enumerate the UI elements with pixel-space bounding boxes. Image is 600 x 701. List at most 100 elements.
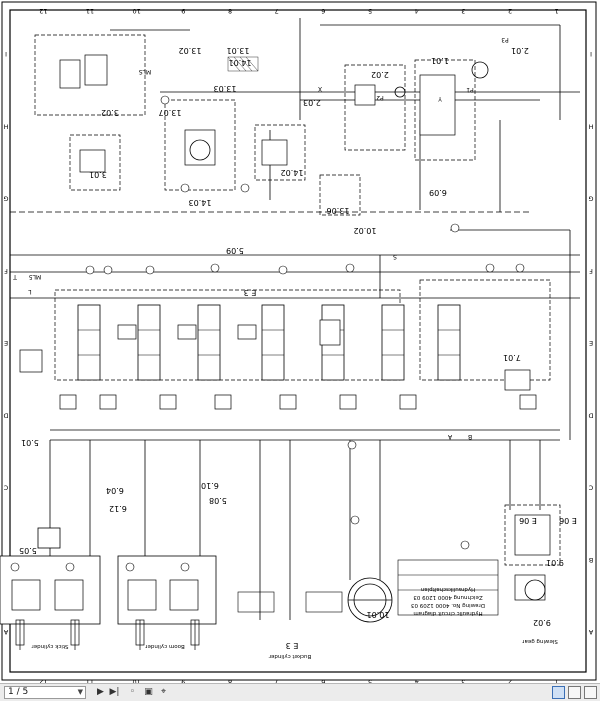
drawing-frame-outer [1, 1, 597, 681]
component-label: 13.03 [214, 84, 237, 93]
component-label: 14.01 [229, 58, 252, 67]
border-letter: E [589, 339, 593, 347]
port-label: S [393, 253, 397, 260]
border-letter: A [3, 628, 8, 636]
border-number: 12 [39, 7, 47, 15]
component-label: 6.04 [106, 486, 124, 495]
border-number: 11 [86, 678, 94, 683]
chevron-down-icon: ▼ [77, 688, 83, 696]
border-number: 7 [275, 678, 279, 683]
port-label: P3 [501, 36, 509, 43]
component-label: 3.01 [89, 170, 107, 179]
border-number: 7 [275, 7, 279, 15]
component-label: 6.09 [429, 188, 447, 197]
border-letter: C [588, 484, 593, 492]
component-label: 14.03 [189, 198, 212, 207]
border-number: 12 [39, 678, 47, 683]
component-label: 2.03 [303, 98, 321, 107]
fit-page-icon[interactable]: ▣ [144, 687, 153, 697]
port-label: B [468, 433, 472, 440]
port-label: P2 [376, 94, 384, 101]
page-indicator: 1 / 5 [8, 687, 29, 697]
title-line: Zeichnung 4000 1209 03 [413, 594, 483, 600]
port-label: ML5 [29, 273, 42, 280]
component-label: 6.10 [201, 481, 219, 490]
component-label: 6.12 [109, 504, 127, 513]
border-number: 4 [415, 7, 419, 15]
border-letter: I [590, 50, 592, 58]
border-number: 1 [555, 678, 559, 683]
component-label: 5.01 [21, 438, 39, 447]
title-block: Hydraulic circuit diagram Drawing No. 400… [411, 586, 485, 616]
component-label: 10.02 [354, 226, 377, 235]
component-label: 5.05 [19, 546, 37, 555]
port-label: Y [438, 95, 443, 102]
cylinder-caption: Bucket cylinder [268, 653, 311, 659]
border-number: 9 [181, 678, 185, 683]
border-number: 5 [368, 7, 372, 15]
port-label: A [447, 433, 452, 440]
component-label: 14.02 [281, 168, 304, 177]
cylinder-caption: Boom cylinder [144, 643, 184, 649]
rotate-icon[interactable]: ◦ [129, 687, 136, 697]
border-number: 3 [461, 678, 465, 683]
border-letter: D [3, 411, 8, 419]
border-letter: H [588, 122, 593, 130]
component-label: 13.01 [227, 46, 250, 55]
border-number: 6 [321, 678, 325, 683]
page-selector[interactable]: 1 / 5 ▼ [4, 686, 86, 699]
border-number: 10 [133, 7, 141, 15]
component-label: 13.06 [327, 206, 350, 215]
border-number: 10 [133, 678, 141, 683]
border-number: 2 [508, 7, 512, 15]
triangle-right-icon[interactable]: ▶ [97, 687, 104, 697]
border-number: 11 [86, 7, 94, 15]
border-letters: AABBCCDDEEFFGGHHII [3, 50, 593, 636]
component-label: 9.02 [533, 618, 551, 627]
border-letter: I [5, 50, 7, 58]
border-letter: D [588, 411, 593, 419]
border-letter: F [4, 267, 8, 275]
border-number: 9 [181, 7, 185, 15]
component-label: 13.02 [179, 46, 202, 55]
zoom-icon[interactable]: ⌖ [160, 687, 167, 697]
border-number: 1 [555, 7, 559, 15]
border-letter: A [588, 628, 593, 636]
scroll-icon[interactable] [584, 686, 597, 699]
skip-end-icon[interactable]: ▶| [109, 687, 120, 697]
component-label: 5.09 [226, 246, 244, 255]
border-number: 6 [321, 7, 325, 15]
viewer-toolbar: 1 / 5 ▼ ▶ ▶| ◦ ▣ ⌖ [0, 683, 600, 701]
border-number: 8 [228, 678, 232, 683]
border-number: 4 [415, 678, 419, 683]
border-number: 5 [368, 678, 372, 683]
title-line: Hydraulic circuit diagram [413, 610, 482, 616]
component-label: 9.01 [546, 558, 564, 567]
border-number: 2 [508, 678, 512, 683]
port-label: P1 [466, 86, 474, 93]
port-label: X [318, 85, 322, 92]
cylinder-caption: Slewing gear [521, 638, 557, 644]
component-label: 1.01 [431, 56, 449, 65]
border-letter: B [589, 556, 593, 564]
border-letter: E [4, 339, 8, 347]
title-line: Drawing No. 4000 1209 03 [411, 602, 485, 608]
single-page-icon[interactable] [552, 686, 565, 699]
border-number: 3 [461, 7, 465, 15]
border-letter: G [588, 195, 593, 203]
component-label: E 06 [559, 516, 577, 525]
component-label: E 3 [286, 641, 299, 650]
port-label: T [13, 273, 18, 280]
drawing-frame-inner [9, 9, 587, 673]
component-label: E 06 [519, 516, 537, 525]
component-label: 2.02 [371, 70, 389, 79]
double-page-icon[interactable] [568, 686, 581, 699]
border-letter: C [3, 484, 8, 492]
port-label: MLS [139, 68, 152, 75]
component-label: 10.01 [367, 610, 390, 619]
component-label: 5.08 [209, 496, 227, 505]
